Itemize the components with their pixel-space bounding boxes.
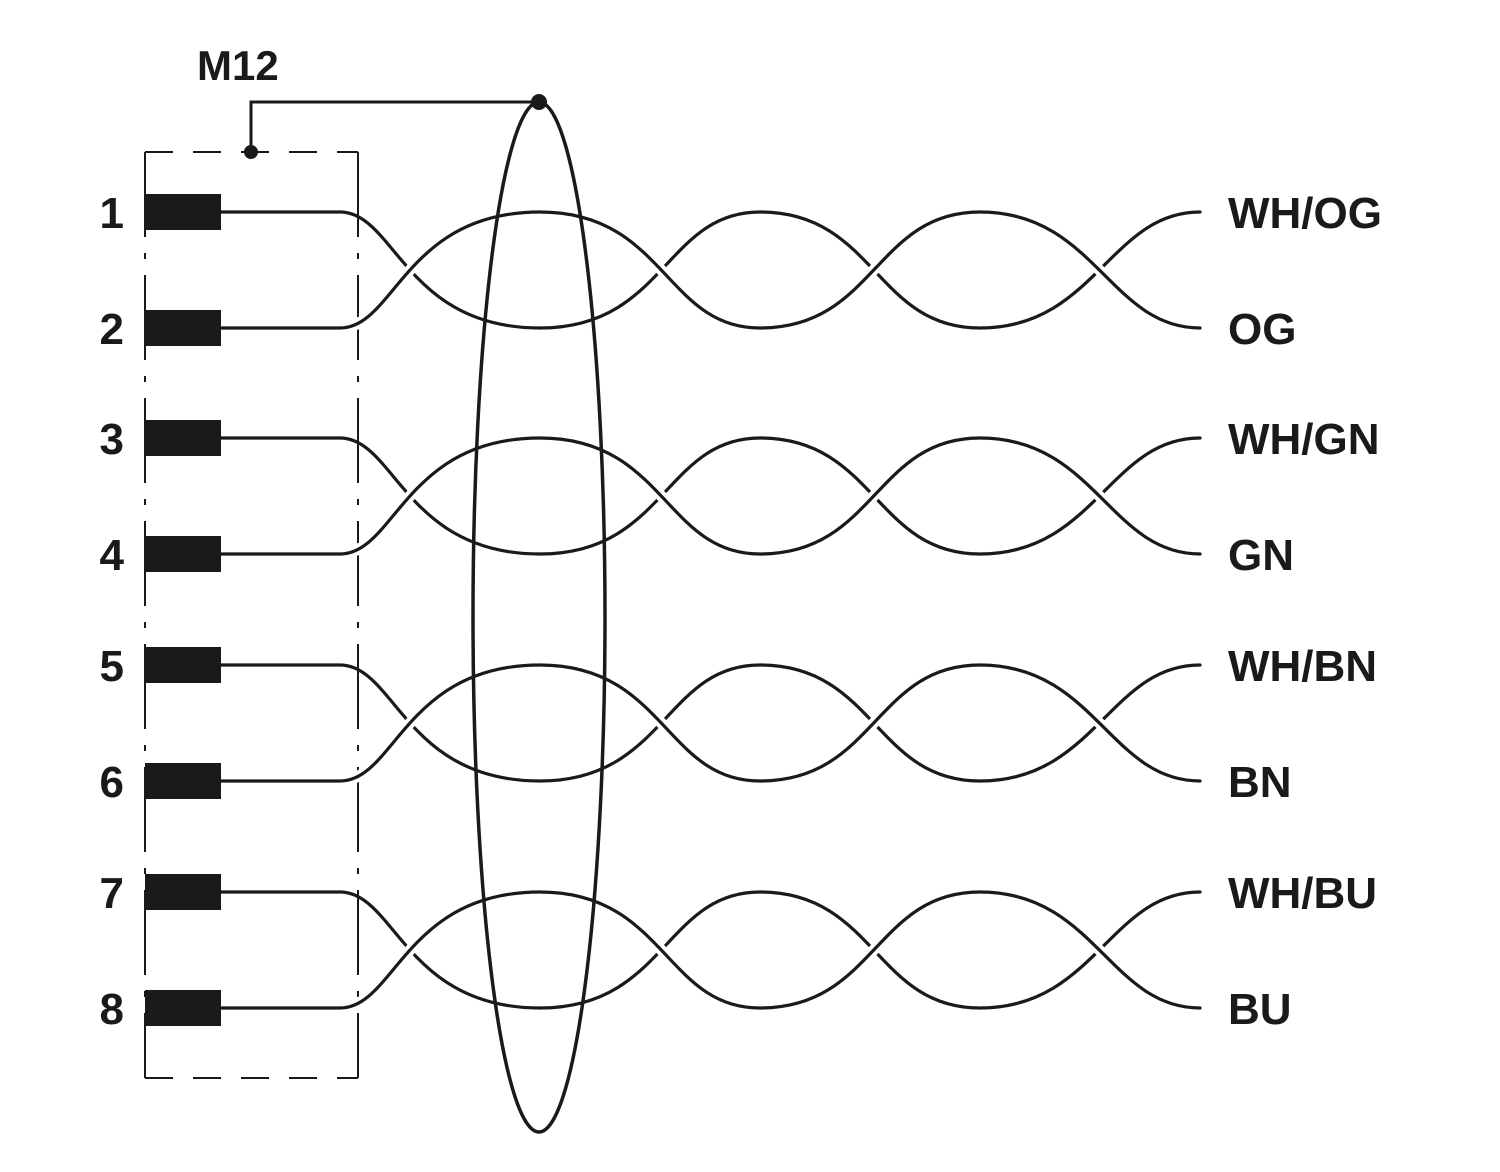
cable-shield: [471, 100, 607, 1134]
connector-label: M12: [197, 42, 279, 89]
pin-6-contact: [145, 763, 221, 799]
pin-number: 7: [100, 869, 124, 918]
shield-contact-dot: [531, 94, 547, 110]
pin-7-contact: [145, 874, 221, 910]
wire-color-label: WH/BN: [1228, 642, 1377, 691]
pin-number: 6: [100, 758, 124, 807]
wire-gn: [218, 436, 1202, 556]
pair-4: 7 WH/BU 8 BU: [100, 869, 1378, 1034]
wire-wh-bu: [218, 890, 1202, 1010]
frame-contact-dot: [244, 145, 258, 159]
wire-color-label: WH/BU: [1228, 869, 1377, 918]
wire-halo: [220, 659, 1201, 787]
pin-8-contact: [145, 990, 221, 1026]
twisted-pairs: 1 WH/OG 2 OG 3 WH/GN 4 GN 5 WH/BN 6 BN 7 WH/BU 8 BU: [100, 189, 1382, 1034]
pair-2: 3 WH/GN 4 GN: [100, 415, 1380, 580]
wire-halo: [220, 206, 1201, 334]
pin-2-contact: [145, 310, 221, 346]
wire-color-label: GN: [1228, 531, 1294, 580]
connector-frame: [144, 151, 359, 1079]
wire-color-label: OG: [1228, 305, 1296, 354]
wire-halo: [220, 886, 1201, 1014]
wire-halo: [220, 432, 1201, 560]
wire-color-label: BN: [1228, 758, 1292, 807]
wire-wh-bn: [218, 663, 1202, 783]
wire-bu: [218, 890, 1202, 1010]
wire-bn: [218, 663, 1202, 783]
pin-4-contact: [145, 536, 221, 572]
pin-3-contact: [145, 420, 221, 456]
pin-number: 4: [100, 531, 125, 580]
wire-wh-og: [218, 210, 1202, 330]
pin-number: 8: [100, 985, 124, 1034]
wire-color-label: BU: [1228, 985, 1292, 1034]
wire-og: [218, 210, 1202, 330]
pair-3: 5 WH/BN 6 BN: [100, 642, 1378, 807]
pin-1-contact: [145, 194, 221, 230]
pin-number: 2: [100, 305, 124, 354]
wire-color-label: WH/GN: [1228, 415, 1380, 464]
shield-lead: [249, 100, 539, 152]
wire-color-label: WH/OG: [1228, 189, 1382, 238]
pair-1: 1 WH/OG 2 OG: [100, 189, 1382, 354]
pin-number: 1: [100, 189, 124, 238]
pin-number: 5: [100, 642, 124, 691]
wire-wh-gn: [218, 436, 1202, 556]
pin-number: 3: [100, 415, 124, 464]
pin-5-contact: [145, 647, 221, 683]
